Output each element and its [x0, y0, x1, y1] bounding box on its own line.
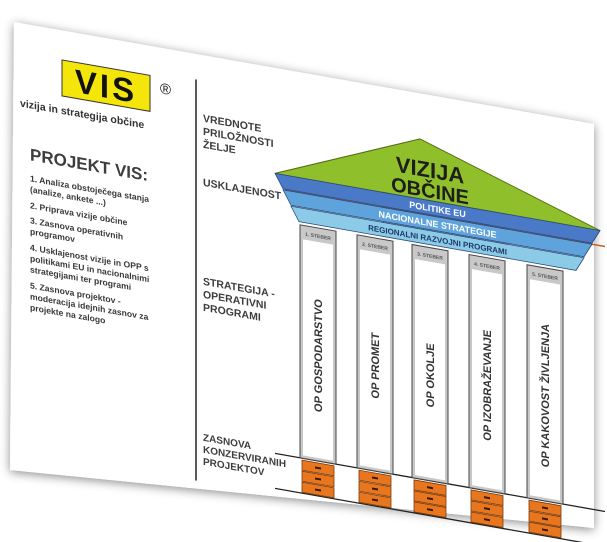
drawer-handle: [372, 487, 378, 491]
pillar-tag: 2. STEBER: [362, 242, 388, 253]
pillar-2: 2. STEBER OP PROMET: [356, 234, 394, 509]
drawer-handle: [315, 466, 321, 470]
drawer-handle: [542, 517, 548, 521]
drawer-handle: [542, 506, 548, 510]
drawer-handle: [427, 486, 433, 490]
drawer-handle: [315, 488, 321, 492]
pillar-tag: 3. STEBER: [417, 251, 443, 262]
logo-registered: ®: [160, 80, 171, 99]
drawer-handle: [484, 518, 490, 522]
pillar-inner: [530, 279, 560, 501]
pillar-inner: [472, 269, 502, 491]
pillar-tag: 1. STEBER: [305, 232, 331, 243]
pillar-label: OP IZOBRAŽEVANJE: [481, 329, 494, 442]
pillar-label: OP KAKOVOST ŽIVLJENJA: [539, 323, 552, 469]
logo-box: [61, 59, 151, 112]
pillars: 1. STEBER OP GOSPODARSTVO 2. STEBER OP PROM…: [299, 224, 564, 539]
pillar-tag: 4. STEBER: [474, 261, 500, 272]
pillar-tag: 5. STEBER: [532, 272, 558, 283]
band-3: [290, 205, 585, 271]
drawer-handle: [484, 496, 490, 500]
pillar-4: 4. STEBER OP IZOBRAŽEVANJE: [468, 253, 506, 528]
drawer-handle: [484, 507, 490, 511]
level-line-bottom: [275, 487, 605, 542]
drawer-handle: [372, 476, 378, 480]
band-2: [282, 189, 593, 258]
drawer-handle: [542, 528, 548, 532]
pillar-5: 5. STEBER OP KAKOVOST ŽIVLJENJA: [526, 264, 564, 539]
band-1: [274, 172, 601, 244]
pillar-label: OP PROMET: [370, 332, 382, 400]
pillar-label: OP GOSPODARSTVO: [313, 298, 325, 413]
pillar-inner: [303, 239, 333, 461]
pillar-inner: [415, 259, 445, 481]
drawer-handle: [427, 497, 433, 501]
drawer-handle: [427, 508, 433, 512]
drawer-handle: [315, 477, 321, 481]
pillar-3: 3. STEBER OP OKOLJE: [411, 243, 449, 518]
pillar-label: OP OKOLJE: [425, 342, 437, 408]
pillar-inner: [360, 249, 390, 471]
drawer-handle: [372, 498, 378, 502]
pillar-1: 1. STEBER OP GOSPODARSTVO: [299, 224, 337, 499]
level-vrednote-line: ŽELJE: [203, 138, 236, 157]
